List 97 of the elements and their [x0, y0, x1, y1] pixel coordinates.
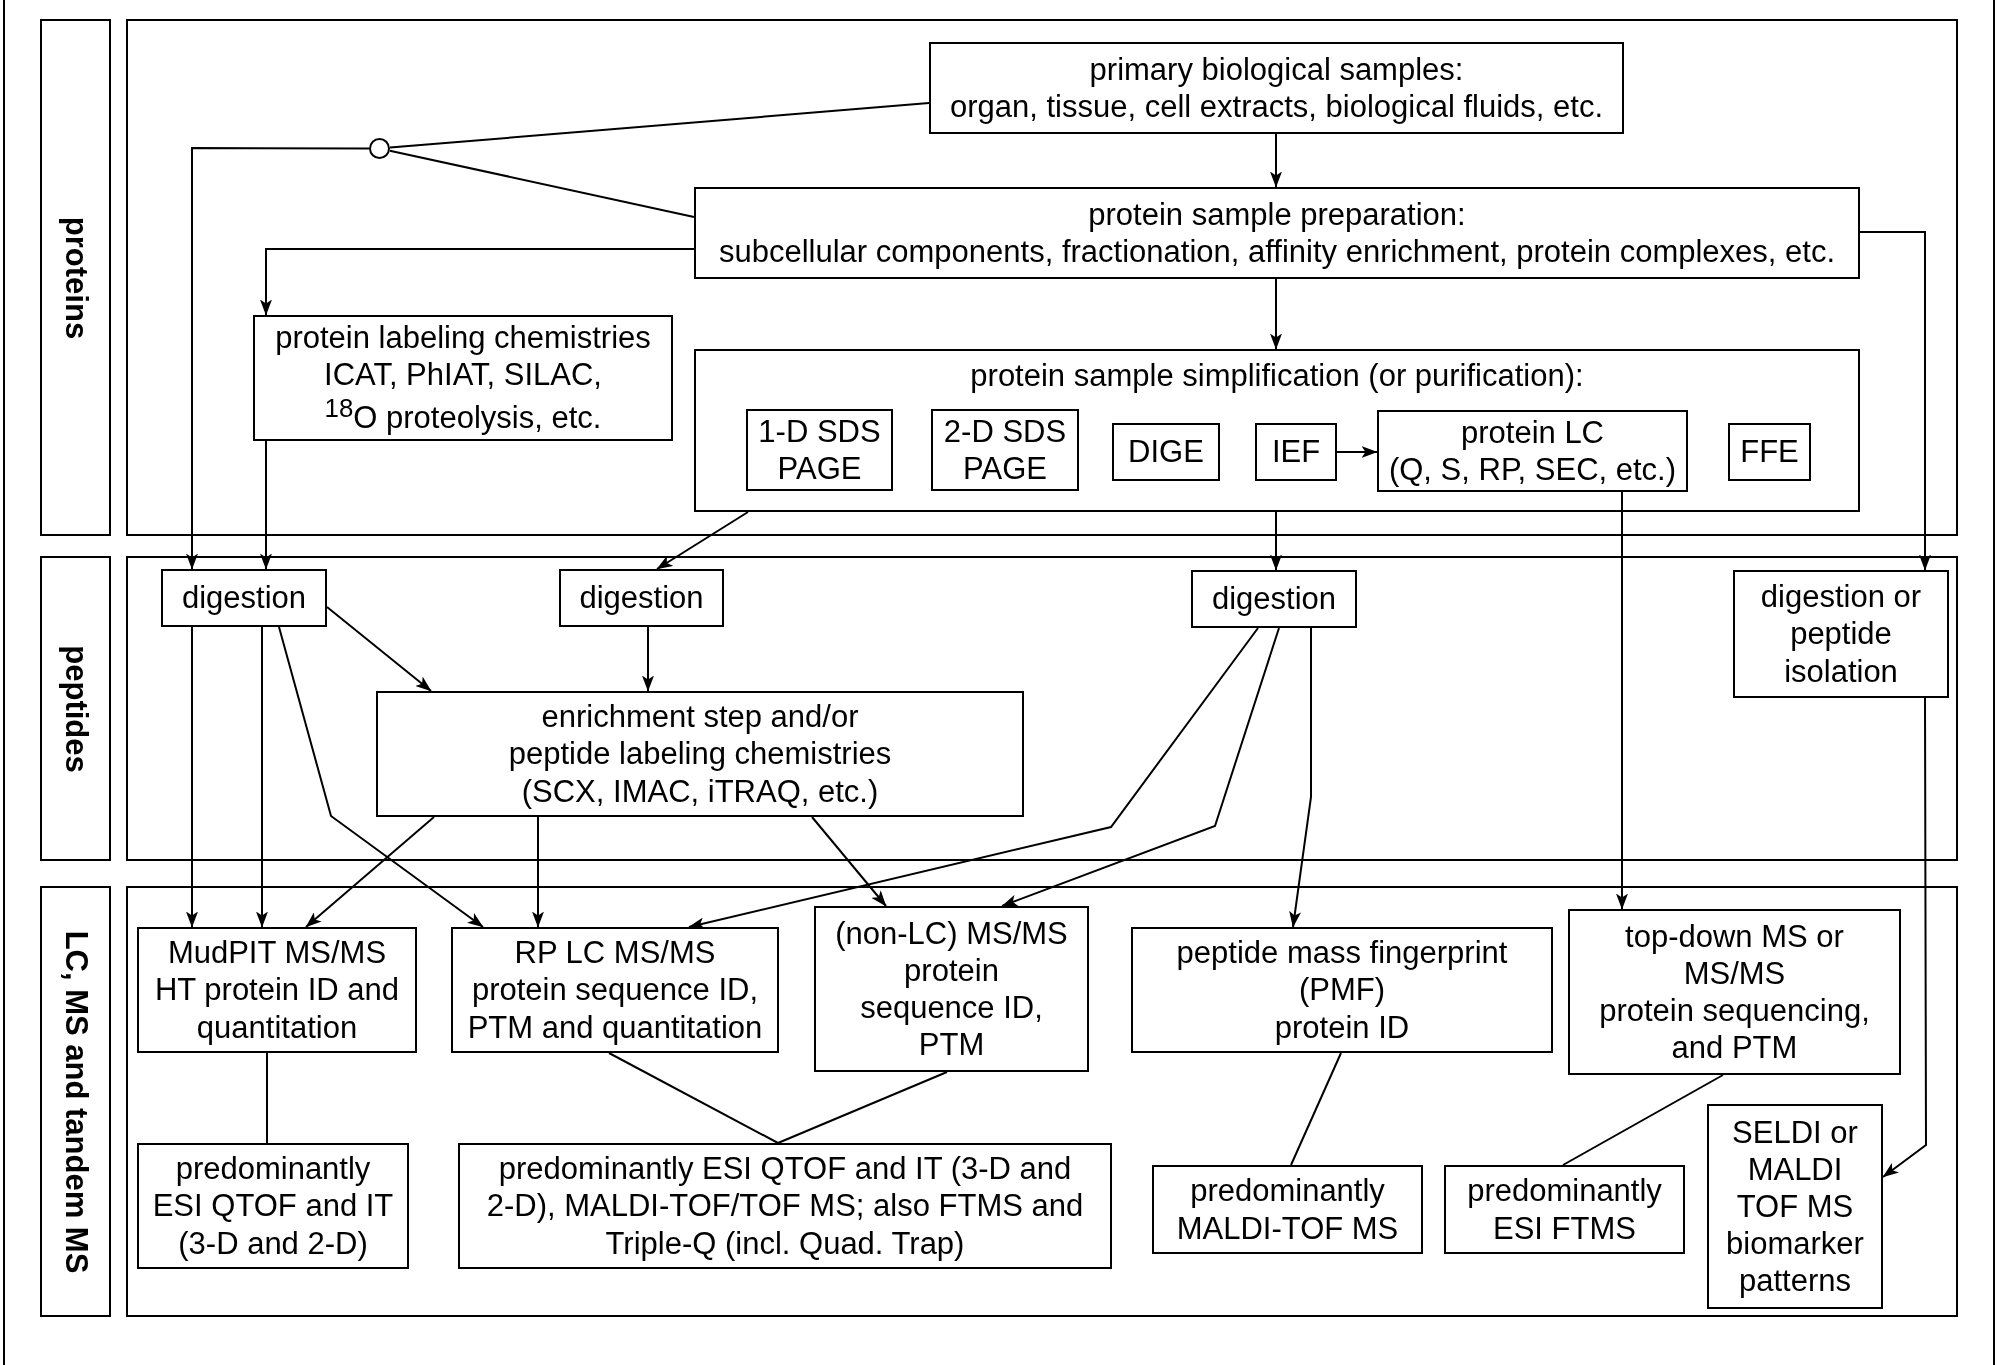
node-text: digestion [181, 579, 307, 617]
arrow [1859, 231, 1931, 571]
group-heading: protein sample simplification (or purification): [970, 357, 1584, 395]
node-text: digestion [579, 579, 704, 617]
process-box [1152, 1165, 1423, 1254]
lane-panel [126, 556, 1958, 861]
method-box [746, 409, 893, 491]
node-text: primary biological samples: [1089, 50, 1464, 88]
process-box [1444, 1165, 1685, 1254]
process-box [1733, 570, 1949, 698]
arrow [1336, 446, 1378, 458]
method-box [1728, 423, 1811, 481]
arrow [1289, 627, 1312, 928]
arrow [278, 626, 484, 928]
arrow [1270, 511, 1282, 571]
process-box [929, 42, 1624, 134]
lane-panel [126, 886, 1958, 1317]
connector-line [1290, 1052, 1342, 1166]
arrow [532, 816, 544, 928]
node-text: predominantly ESI QTOF and IT (3-D and 2-D), MALDI-TOF/TOF MS; also FTMS and Triple-Q (incl. Quad. Trap) [485, 1150, 1085, 1262]
process-box [1191, 570, 1357, 628]
method-box [1255, 423, 1337, 481]
arrow [1882, 697, 1927, 1178]
node-text: subcellular components, fractionation, affinity enrichment, protein complexes, etc. [719, 233, 1835, 271]
arrow [642, 626, 654, 692]
node-text: SELDI or MALDI TOF MS biomarker patterns [1725, 1113, 1865, 1300]
connector-line [388, 149, 695, 218]
node-text: (SCX, IMAC, iTRAQ, etc.) [521, 772, 879, 810]
node-text: peptide mass fingerprint (PMF) [1175, 934, 1509, 1009]
node-text: 1-D SDS PAGE [757, 412, 882, 488]
node-text: organ, tissue, cell extracts, biological fluids, etc. [950, 88, 1603, 126]
node-text: predominantly MALDI-TOF MS [1175, 1172, 1400, 1247]
arrow [186, 147, 370, 570]
node-text: (non-LC) MS/MS [835, 914, 1068, 952]
method-box [1112, 423, 1220, 481]
arrow [1270, 278, 1282, 350]
connector-line [608, 1052, 779, 1144]
arrow [186, 626, 198, 928]
arrow [688, 627, 1259, 930]
node-text: protein LC [1461, 413, 1604, 451]
lane-header-box [40, 19, 111, 536]
process-box [137, 927, 417, 1053]
arrow [326, 606, 432, 692]
method-box [1377, 410, 1688, 492]
node-text: FFE [1740, 433, 1799, 471]
node-text: protein sequencing, and PTM [1598, 992, 1871, 1067]
node-text: DIGE [1128, 433, 1204, 471]
method-group-box [694, 349, 1860, 512]
process-box [1131, 927, 1553, 1053]
lane-label: proteins [57, 216, 95, 339]
lane-header-box [40, 556, 111, 861]
node-text: HT protein ID and quantitation [153, 971, 401, 1046]
node-text: protein labeling chemistries [275, 319, 651, 357]
node-text: protein sequence ID, PTM and quantitation [466, 971, 764, 1046]
lane-label: peptides [57, 644, 95, 773]
process-box [253, 315, 673, 441]
node-text: digestion [1211, 580, 1337, 618]
node-text: predominantly ESI FTMS [1466, 1172, 1663, 1247]
node-text: (Q, S, RP, SEC, etc.) [1388, 451, 1677, 489]
process-box [559, 569, 724, 627]
process-box [458, 1143, 1112, 1269]
lane-label: LC, MS and tandem MS [57, 930, 95, 1273]
node-text: protein sample preparation: [1088, 195, 1466, 233]
process-box [451, 927, 779, 1053]
node-text: enrichment step and/or peptide labeling chemistries [507, 698, 893, 773]
process-box [814, 906, 1089, 1072]
arrow [1270, 133, 1282, 188]
process-box [161, 569, 327, 627]
process-box [137, 1143, 409, 1269]
arrow [1001, 627, 1280, 907]
node-text: 2-D SDS PAGE [942, 412, 1068, 488]
lane-panel [126, 19, 1958, 536]
lane-header-box [40, 886, 111, 1317]
process-box [1707, 1104, 1883, 1309]
connector-line [266, 1052, 268, 1144]
connector-line [777, 1071, 948, 1144]
node-text: RP LC MS/MS [514, 934, 716, 972]
arrow [811, 816, 887, 907]
connector-line [389, 102, 930, 149]
method-box [931, 409, 1079, 491]
arrow [656, 511, 749, 570]
node-text: protein sequence ID, PTM [859, 951, 1044, 1064]
arrow [1616, 491, 1628, 910]
process-box [376, 691, 1024, 817]
node-text: predominantly ESI QTOF and IT (3-D and 2-D) [151, 1150, 395, 1262]
process-box [1568, 909, 1901, 1075]
arrow [260, 440, 272, 570]
node-text: IEF [1271, 433, 1321, 471]
node-text: digestion or peptide isolation [1759, 578, 1923, 690]
process-box [694, 187, 1860, 279]
arrow [256, 626, 268, 928]
arrow [260, 248, 695, 316]
node-text: ICAT, PhIAT, SILAC, $^{18}$O proteolysis, etc. [323, 356, 603, 437]
arrow [305, 816, 435, 928]
junction-circle [369, 138, 390, 159]
node-text: protein ID [1274, 1008, 1410, 1046]
node-text: MudPIT MS/MS [167, 934, 387, 972]
